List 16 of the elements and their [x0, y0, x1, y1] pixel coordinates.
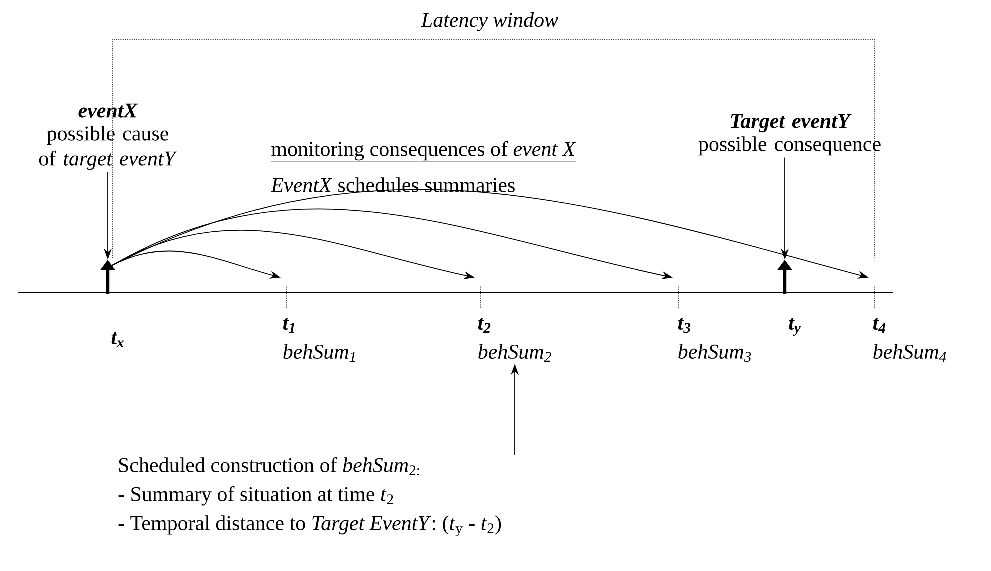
heading-text: monitoring consequences of event X [271, 141, 576, 162]
time-tick [678, 286, 680, 308]
time-label: t$_{3}$ behSum$_{3}$ [678, 318, 752, 362]
time-tick [286, 286, 288, 308]
construction-note: Scheduled construction of behSum$_{2:}$ - Summary of situation at time t$_{2}$ - Temporal distance to Target EventY: (t$_{y}$ - t$_{2}$) [118, 457, 502, 537]
time-tick [480, 286, 482, 308]
event-label: eventX possible cause of target eventY [39, 104, 178, 170]
window-label: Latency window [421, 12, 558, 32]
event-label: Target eventY possible consequence [698, 114, 881, 156]
note-text: EventX schedules summaries [270, 178, 515, 192]
time-label: t$_{x}$ [112, 332, 124, 348]
time-label: t$_{y}$ [789, 318, 801, 336]
time-tick [874, 286, 876, 308]
time-label: t$_{1}$ behSum$_{1}$ [283, 318, 356, 362]
time-label: t$_{4}$ behSum$_{4}$ [873, 318, 946, 362]
time-label: t$_{2}$ behSum$_{2}$ [478, 318, 552, 362]
